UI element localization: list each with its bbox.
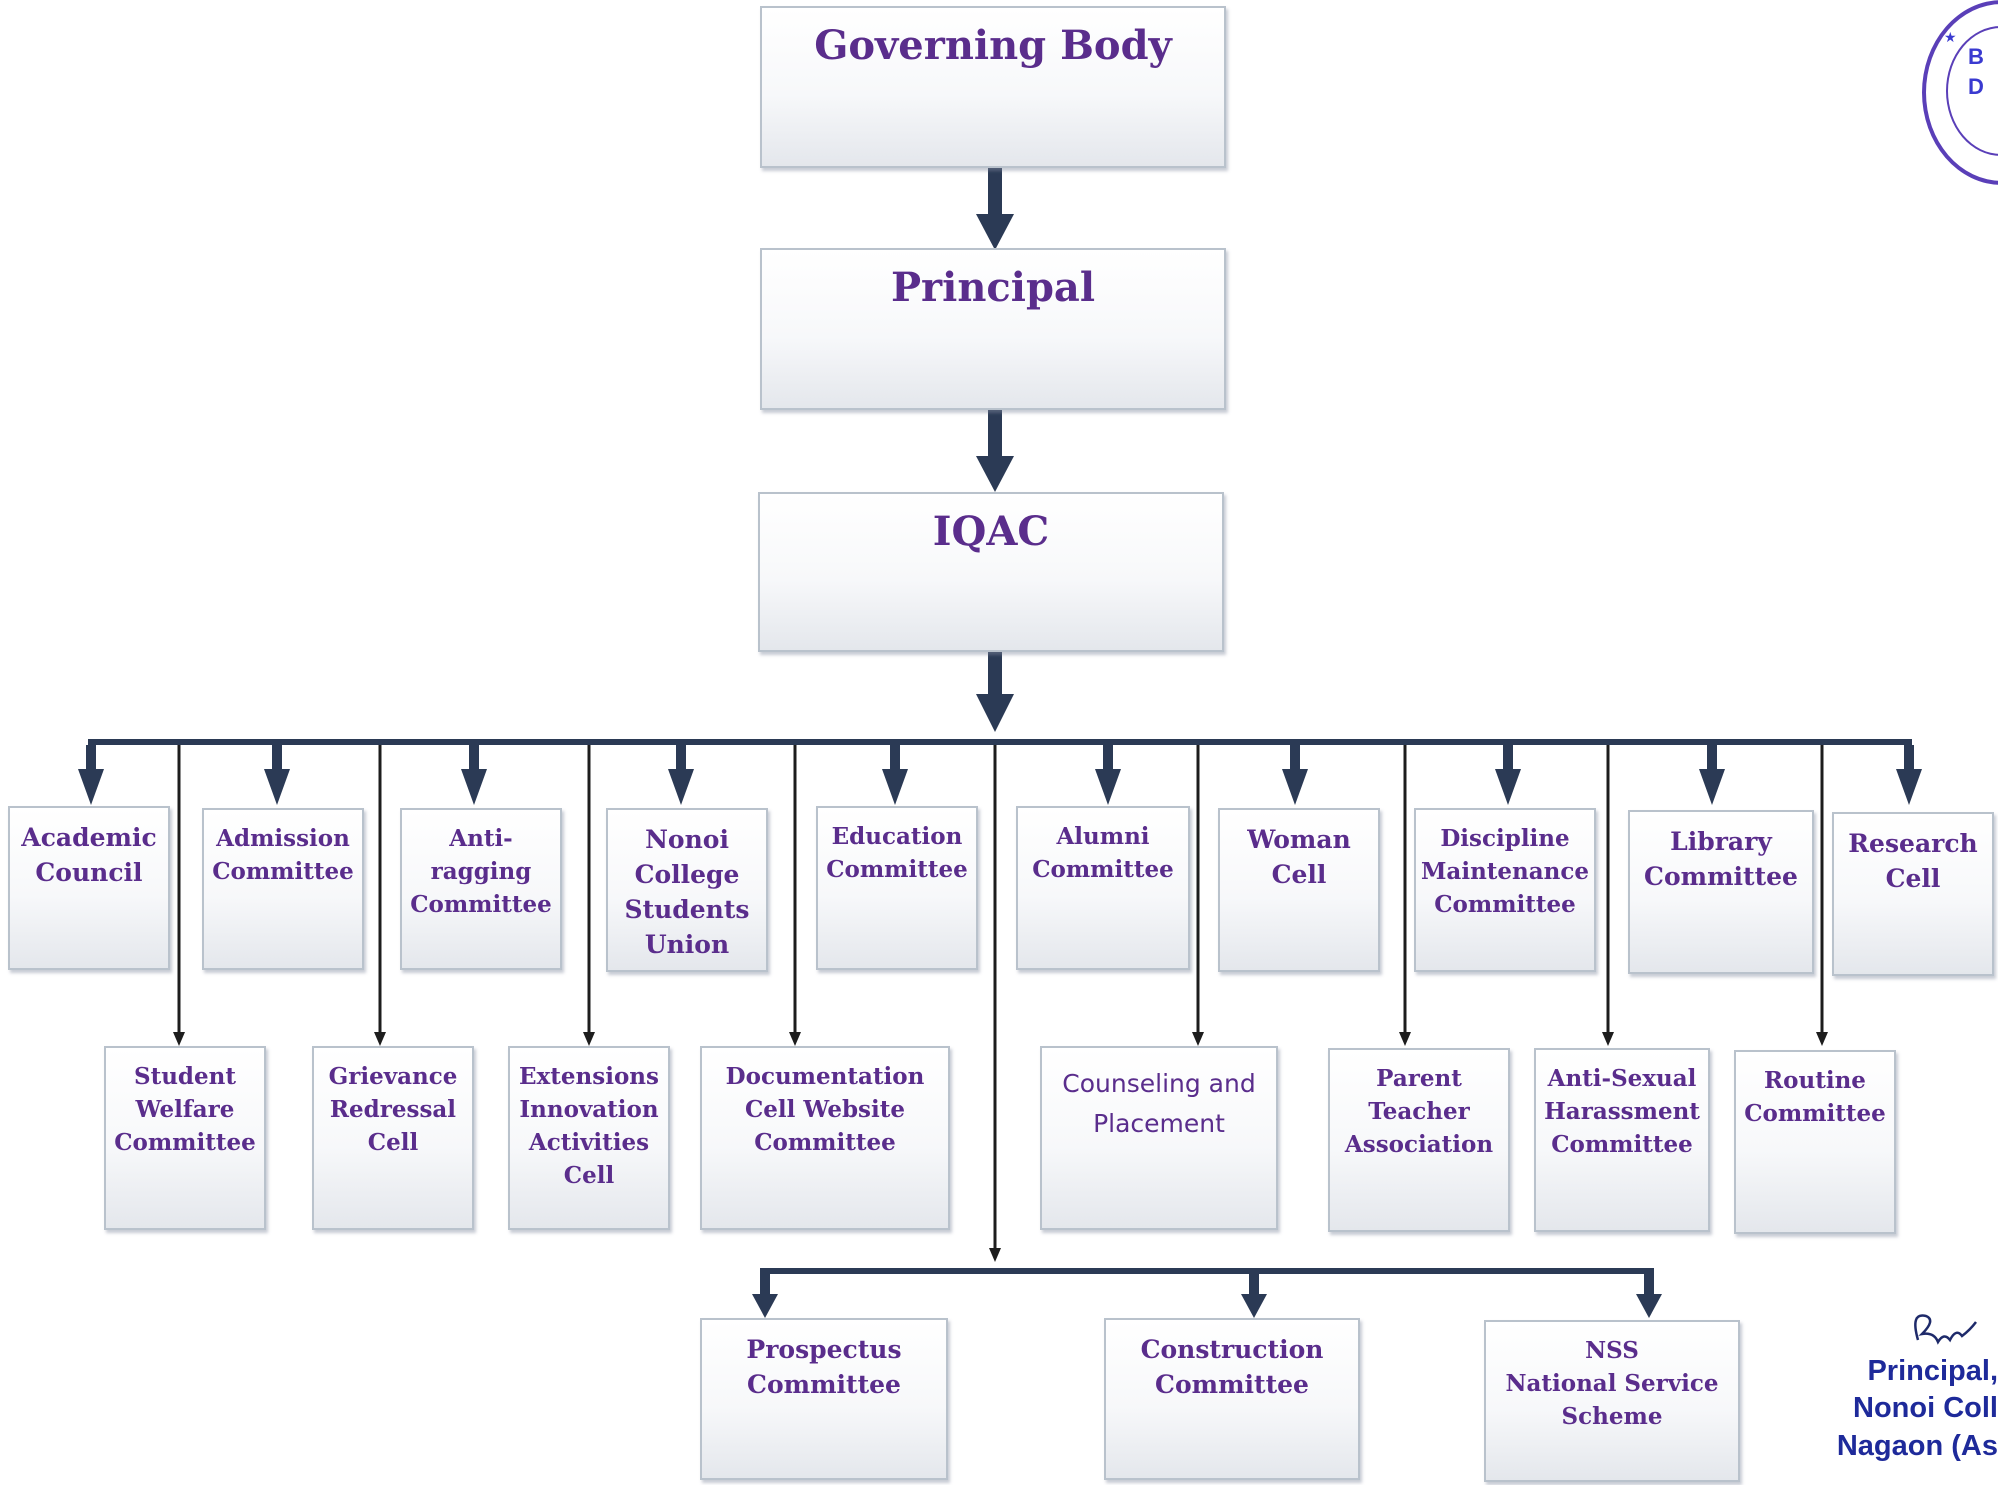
arrowhead-gb-principal — [976, 214, 1014, 250]
top-row-drops — [78, 745, 1922, 805]
node-iqac: IQAC — [758, 492, 1224, 652]
signature-location: Nagaon (As — [1836, 1430, 1998, 1462]
node-grievance-cell: Grievance Redressal Cell — [312, 1046, 474, 1230]
main-connectors — [976, 168, 1014, 732]
node-students-union: Nonoi College Students Union — [606, 808, 768, 972]
arrow-iqac-bus — [988, 652, 1002, 696]
bottom-row-drops — [752, 1274, 1662, 1318]
node-governing-body: Governing Body — [760, 6, 1226, 168]
node-anti-sexual-harassment: Anti-Sexual Harassment Committee — [1534, 1048, 1710, 1232]
arrowhead-iqac-bus — [976, 694, 1014, 732]
seal-star-icon: ★ — [1944, 30, 1957, 46]
signature-scribble — [1914, 1314, 1977, 1345]
signature-title: Principal, — [1867, 1355, 1998, 1387]
node-education-committee: Education Committee — [816, 806, 978, 970]
arrow-gb-principal — [988, 168, 1002, 216]
node-documentation-cell: Documentation Cell Website Committee — [700, 1046, 950, 1230]
node-discipline-committee: Discipline Maintenance Committee — [1414, 808, 1596, 972]
node-research-cell: Research Cell — [1832, 812, 1994, 976]
node-routine-committee: Routine Committee — [1734, 1050, 1896, 1234]
node-alumni-committee: Alumni Committee — [1016, 806, 1190, 970]
node-academic-council: Academic Council — [8, 806, 170, 970]
node-admission-committee: Admission Committee — [202, 808, 364, 970]
second-row-drops — [173, 745, 1828, 1262]
node-prospectus-committee: Prospectus Committee — [700, 1318, 948, 1480]
node-counseling-placement: Counseling and Placement — [1040, 1046, 1278, 1230]
node-woman-cell: Woman Cell — [1218, 808, 1380, 972]
node-nss: NSS National Service Scheme — [1484, 1320, 1740, 1482]
seal-text: B D — [1968, 44, 1984, 99]
arrowhead-principal-iqac — [976, 456, 1014, 492]
arrow-principal-iqac — [988, 410, 1002, 458]
node-library-committee: Library Committee — [1628, 810, 1814, 974]
node-principal: Principal — [760, 248, 1226, 410]
signature-college: Nonoi Coll — [1853, 1392, 1998, 1424]
node-anti-ragging: Anti- ragging Committee — [400, 808, 562, 970]
node-extensions-cell: Extensions Innovation Activities Cell — [508, 1046, 670, 1230]
node-student-welfare: Student Welfare Committee — [104, 1046, 266, 1230]
node-parent-teacher: Parent Teacher Association — [1328, 1048, 1510, 1232]
bottom-bus — [760, 1268, 1654, 1274]
node-construction-committee: Construction Committee — [1104, 1318, 1360, 1480]
top-bus — [88, 739, 1912, 745]
